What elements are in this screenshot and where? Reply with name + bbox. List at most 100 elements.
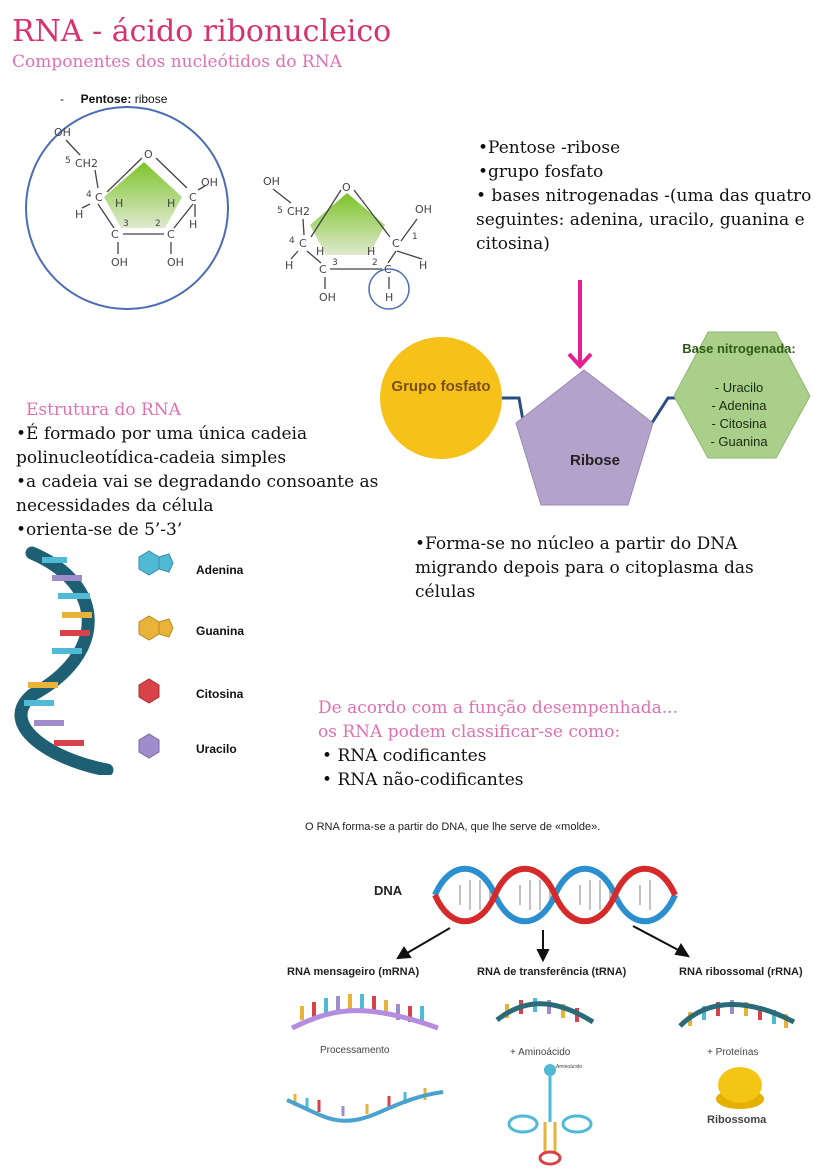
page-subtitle: Componentes dos nucleótidos do RNA	[12, 52, 342, 72]
carbon-1b: 1	[412, 232, 418, 242]
classification-intro-2: os RNA podem classificar-se como:	[318, 722, 621, 742]
carbon-5: 5	[65, 156, 71, 166]
atom-h1: H	[189, 218, 197, 231]
base-title: Base nitrogenada:	[682, 341, 796, 356]
amino-acid-ball	[544, 1064, 556, 1076]
carbon-4: 4	[86, 190, 92, 200]
structure-heading: Estrutura do RNA	[26, 400, 181, 420]
components-list: Pentose -ribose grupo fosfato bases nitr…	[476, 136, 813, 256]
amino-acid-small-label: Aminoácido	[556, 1064, 583, 1070]
carbon-2: 2	[155, 219, 161, 229]
base-item: - Guanina	[710, 434, 768, 449]
trna-title: RNA de transferência (tRNA)	[477, 966, 627, 978]
base-list: - Uracilo - Adenina - Citosina - Guanina	[676, 379, 802, 451]
ring-shading	[104, 162, 182, 228]
atom-c3b: C	[319, 263, 327, 276]
atom-ch2b: CH2	[287, 205, 310, 218]
atom-oh-2: OH	[167, 256, 184, 269]
transcription-caption: O RNA forma-se a partir do DNA, que lhe …	[305, 821, 601, 833]
classification-intro-1: De acordo com a função desempenhada...	[318, 698, 678, 718]
base-adenina: Adenina	[196, 563, 244, 577]
location-text: •Forma-se no núcleo a partir do DNA migr…	[415, 534, 754, 602]
atom-c4b: C	[299, 237, 307, 250]
atom-oh-3: OH	[111, 256, 128, 269]
base-item: - Adenina	[711, 398, 767, 413]
uracil-ring	[138, 733, 160, 759]
dna-double-helix	[432, 865, 678, 925]
trna-cloverleaf	[507, 1064, 593, 1166]
carbon-3: 3	[123, 219, 129, 229]
pentose-bullet: -	[60, 92, 64, 106]
atom-c1: C	[189, 191, 197, 204]
highlight-circle-h	[368, 268, 410, 310]
carbon-4b: 4	[289, 236, 295, 246]
atom-oh-5: OH	[54, 126, 71, 139]
pentose-label-bold: Pentose:	[80, 92, 132, 106]
atom-oh-5b: OH	[263, 175, 280, 188]
bond-phosphate-ribose	[500, 396, 526, 427]
base-item: - Citosina	[711, 416, 767, 431]
adenine-ring	[138, 550, 160, 576]
atom-h3a: H	[115, 197, 123, 210]
pentose-label-rest: ribose	[134, 92, 168, 106]
down-arrow-icon	[567, 280, 593, 369]
structure-list: É formado por uma única cadeia polinucle…	[16, 422, 386, 542]
ribose-label: Ribose	[569, 452, 620, 469]
rrna-title: RNA ribossomal (rRNA)	[679, 966, 803, 978]
mrna-title: RNA mensageiro (mRNA)	[287, 966, 420, 978]
ribose-structure-circled: OH 5 CH2 O 4 C C OH H H H H 3 2 C C OH O…	[25, 106, 229, 310]
atom-h4: H	[75, 208, 83, 221]
component-item: bases nitrogenadas -(uma das quatro segu…	[476, 184, 813, 256]
base-guanina: Guanina	[196, 624, 245, 638]
phosphate-label: Grupo fosfato	[391, 378, 491, 395]
rna-helix-illustration	[14, 546, 114, 775]
dna-label: DNA	[374, 883, 403, 898]
carbon-3b: 3	[332, 258, 338, 268]
atom-c2: C	[167, 228, 175, 241]
mrna-strand	[290, 994, 439, 1031]
component-item: grupo fosfato	[478, 160, 813, 184]
cytosine-ring	[138, 678, 160, 704]
ring-shading-2	[310, 193, 385, 255]
guanine-ring	[138, 615, 160, 641]
phosphate-circle	[380, 337, 502, 459]
trna-strand	[495, 998, 595, 1025]
atom-h2b: H	[367, 245, 375, 258]
nucleotide-diagram	[380, 331, 811, 506]
atom-ob: O	[342, 181, 351, 194]
classification-item: • RNA não-codificantes	[322, 770, 524, 790]
carbon-2b: 2	[372, 258, 378, 268]
atom-oh-3b: OH	[319, 291, 336, 304]
atom-oh-1b: OH	[415, 203, 432, 216]
branch-arrows	[396, 925, 691, 963]
structure-item: É formado por uma única cadeia polinucle…	[16, 422, 386, 470]
pentose-label: - Pentose: ribose	[60, 92, 167, 106]
atom-h4b: H	[285, 259, 293, 272]
base-uracilo: Uracilo	[196, 742, 237, 756]
page-title: RNA - ácido ribonucleico	[12, 14, 392, 49]
base-hexagon	[673, 331, 811, 459]
base-citosina: Citosina	[196, 687, 244, 701]
atom-c1b: C	[392, 237, 400, 250]
trna-note: + Aminoácido	[510, 1047, 571, 1058]
bond-ribose-base	[648, 396, 678, 427]
rrna-strand	[678, 1000, 796, 1028]
base-item: - Uracilo	[714, 380, 764, 395]
ribose-structure-deoxy: OH 5 CH2 O 4 C C OH H H H H 3 2 1 C C OH…	[263, 175, 432, 310]
atom-h1b: H	[419, 259, 427, 272]
structure-item: a cadeia vai se degradando consoante as …	[16, 470, 386, 518]
rrna-note: + Proteínas	[707, 1047, 759, 1058]
base-molecules	[138, 550, 174, 759]
structure-item: orienta-se de 5’-3’	[16, 518, 386, 542]
atom-c4: C	[95, 191, 103, 204]
atom-h2a: H	[167, 197, 175, 210]
processed-mrna-strand	[286, 1088, 444, 1123]
atom-c3: C	[111, 228, 119, 241]
ribosome-icon	[716, 1067, 764, 1109]
carbon-5b: 5	[277, 206, 283, 216]
ribosome-label: Ribossoma	[707, 1114, 767, 1126]
highlight-circle	[25, 106, 229, 310]
mrna-note: Processamento	[320, 1045, 390, 1056]
classification-item: • RNA codificantes	[322, 746, 487, 766]
classification-list: • RNA codificantes • RNA não-codificante…	[322, 744, 524, 792]
